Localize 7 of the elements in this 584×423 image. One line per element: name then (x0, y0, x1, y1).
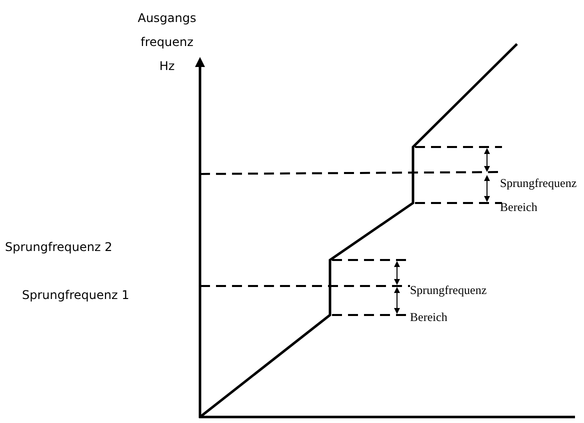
annotation-label: Bereich (410, 310, 448, 325)
annotation-label: Sprungfrequenz (410, 283, 487, 298)
axis-label: Sprungfrequenz 1 (22, 288, 130, 302)
axis-label: Sprungfrequenz 2 (5, 240, 112, 254)
axis-title: Ausgangs frequenz Hz (136, 10, 198, 75)
annotation-label: Bereich (500, 200, 538, 215)
annotation-label: Sprungfrequenz (500, 176, 577, 191)
